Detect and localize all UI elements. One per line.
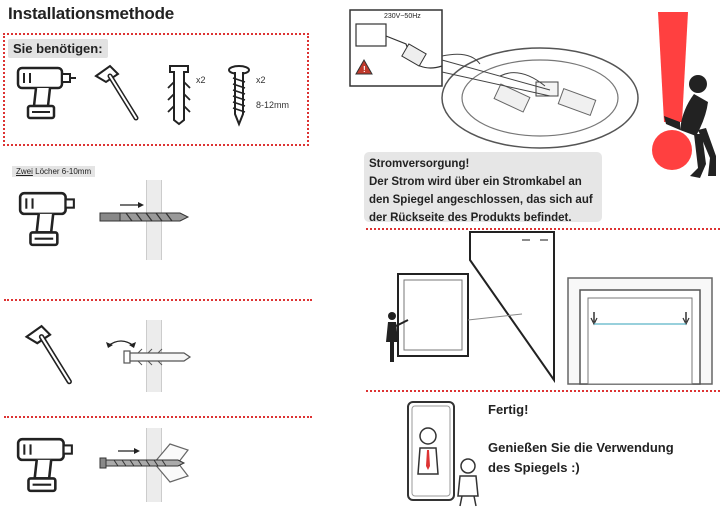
enjoy-line-2: des Spiegels :)	[488, 460, 580, 475]
power-line-3: der Rückseite des Produkts befindet.	[369, 212, 572, 224]
screw-quantity: x2	[256, 75, 266, 85]
requirements-label: Sie benötigen:	[8, 39, 108, 58]
wall-anchor-icon	[123, 348, 192, 366]
door-frame-illustration	[567, 277, 713, 385]
direction-arrow-icon	[118, 448, 140, 454]
done-heading: Fertig!	[488, 402, 529, 417]
drill-bit-icon	[99, 212, 190, 222]
hammer-icon	[94, 64, 139, 121]
exclamation-figure-illustration	[652, 12, 716, 178]
anchor-quantity: x2	[196, 75, 206, 85]
requirements-box	[3, 33, 309, 146]
holes-count: Zwei	[16, 167, 33, 176]
holes-label: Zwei Löcher 6-10mm	[12, 166, 96, 177]
power-supply-note: Stromversorgung! Der Strom wird über ein…	[364, 152, 602, 224]
screw-icon	[228, 65, 250, 127]
enjoy-message: Genießen Sie die Verwendung des Spiegels…	[488, 438, 674, 478]
drill-icon	[18, 191, 75, 247]
screw-size: 8-12mm	[256, 100, 290, 110]
svg-text:!: !	[363, 65, 366, 74]
mirror-back-illustration	[441, 47, 639, 149]
screw-icon	[99, 457, 186, 469]
power-line-1: Der Strom wird über ein Stromkabel an	[369, 176, 582, 188]
holes-size: Löcher 6-10mm	[32, 167, 92, 176]
step-divider	[4, 416, 312, 418]
finished-mirror-illustration	[407, 401, 479, 507]
curved-arrow-icon	[106, 340, 136, 348]
wall-anchor-icon	[167, 65, 191, 126]
voltage-label: 230V~50Hz	[384, 13, 421, 20]
power-heading: Stromversorgung!	[369, 158, 470, 170]
drill-icon	[16, 66, 76, 120]
page-title: Installationsmethode	[8, 4, 175, 23]
enjoy-line-1: Genießen Sie die Verwendung	[488, 440, 674, 455]
section-divider	[366, 390, 720, 392]
power-line-2: den Spiegel angeschlossen, das sich auf	[369, 194, 593, 206]
direction-arrow-icon	[120, 202, 144, 208]
callout-lines	[441, 53, 551, 97]
drill-icon	[16, 437, 73, 493]
hammer-icon	[24, 324, 72, 385]
power-connector-inset: !	[349, 9, 443, 87]
step-divider	[4, 299, 312, 301]
section-divider	[366, 228, 720, 230]
mirror-hanging-illustration	[386, 231, 555, 384]
